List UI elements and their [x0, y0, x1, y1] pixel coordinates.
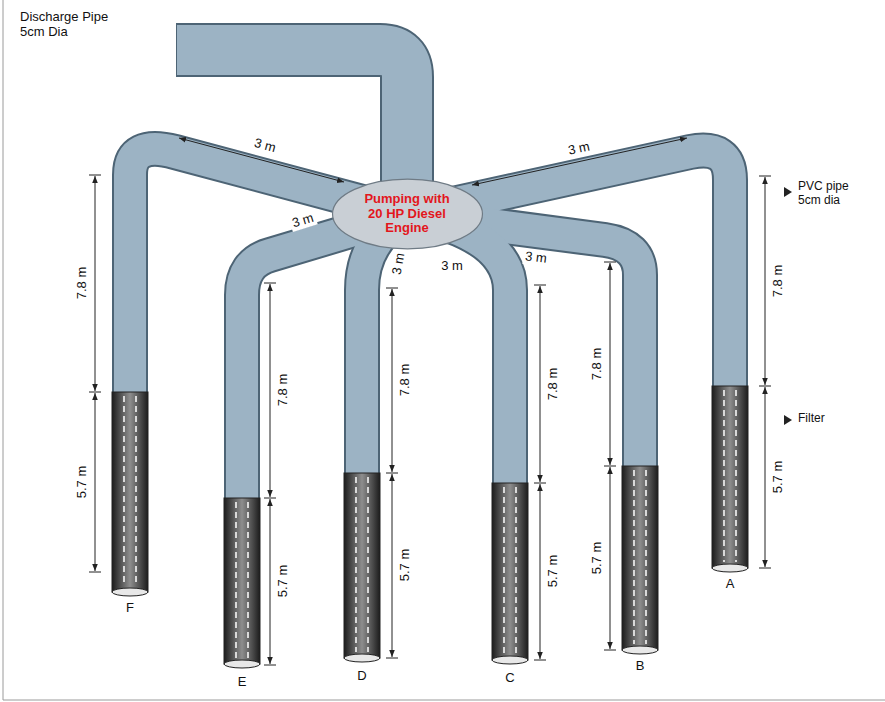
dimension-label: 7.8 m — [590, 346, 605, 383]
dimension-label: 5.7 m — [590, 540, 605, 577]
well-letter: C — [503, 671, 516, 686]
pump-label: Pumping with 20 HP Diesel Engine — [357, 192, 457, 237]
pvc-pipes — [130, 149, 730, 498]
pvc-pipes — [130, 149, 730, 498]
well-letter: B — [634, 659, 647, 674]
well-letter: E — [236, 675, 249, 690]
dimension-label: 3 m — [389, 250, 408, 278]
dimension-label: 7.8 m — [276, 372, 291, 409]
callout-marker — [784, 415, 792, 425]
pipe-label: Discharge Pipe 5cm Dia — [18, 10, 122, 40]
dimension-label: 5.7 m — [546, 553, 561, 590]
well-letter: F — [124, 601, 136, 616]
part-label: PVC pipe 5cm dia — [796, 180, 862, 208]
dimension-label: 5.7 m — [771, 459, 786, 496]
dimension-label: 5.7 m — [75, 464, 90, 501]
filter-screens — [112, 386, 748, 668]
dimension-label: 3 m — [522, 249, 549, 267]
dimension-label: 3 m — [439, 259, 465, 274]
frame-line — [3, 0, 4, 700]
well-letter: D — [355, 669, 368, 684]
dimension-lines — [89, 138, 771, 665]
pump-ellipse: Pumping with 20 HP Diesel Engine — [331, 177, 484, 251]
part-label: Filter — [796, 412, 827, 426]
well-letter: A — [724, 577, 737, 592]
dimension-label: 3 m — [251, 135, 280, 156]
dimension-label: 7.8 m — [546, 366, 561, 403]
dimension-label: 7.8 m — [75, 265, 90, 302]
dimension-label: 7.8 m — [398, 362, 413, 399]
dimension-label: 5.7 m — [398, 547, 413, 584]
dimension-label: 5.7 m — [276, 563, 291, 600]
frame-line — [3, 700, 885, 701]
dimension-label: 7.8 m — [771, 263, 786, 300]
callout-marker — [784, 187, 792, 197]
